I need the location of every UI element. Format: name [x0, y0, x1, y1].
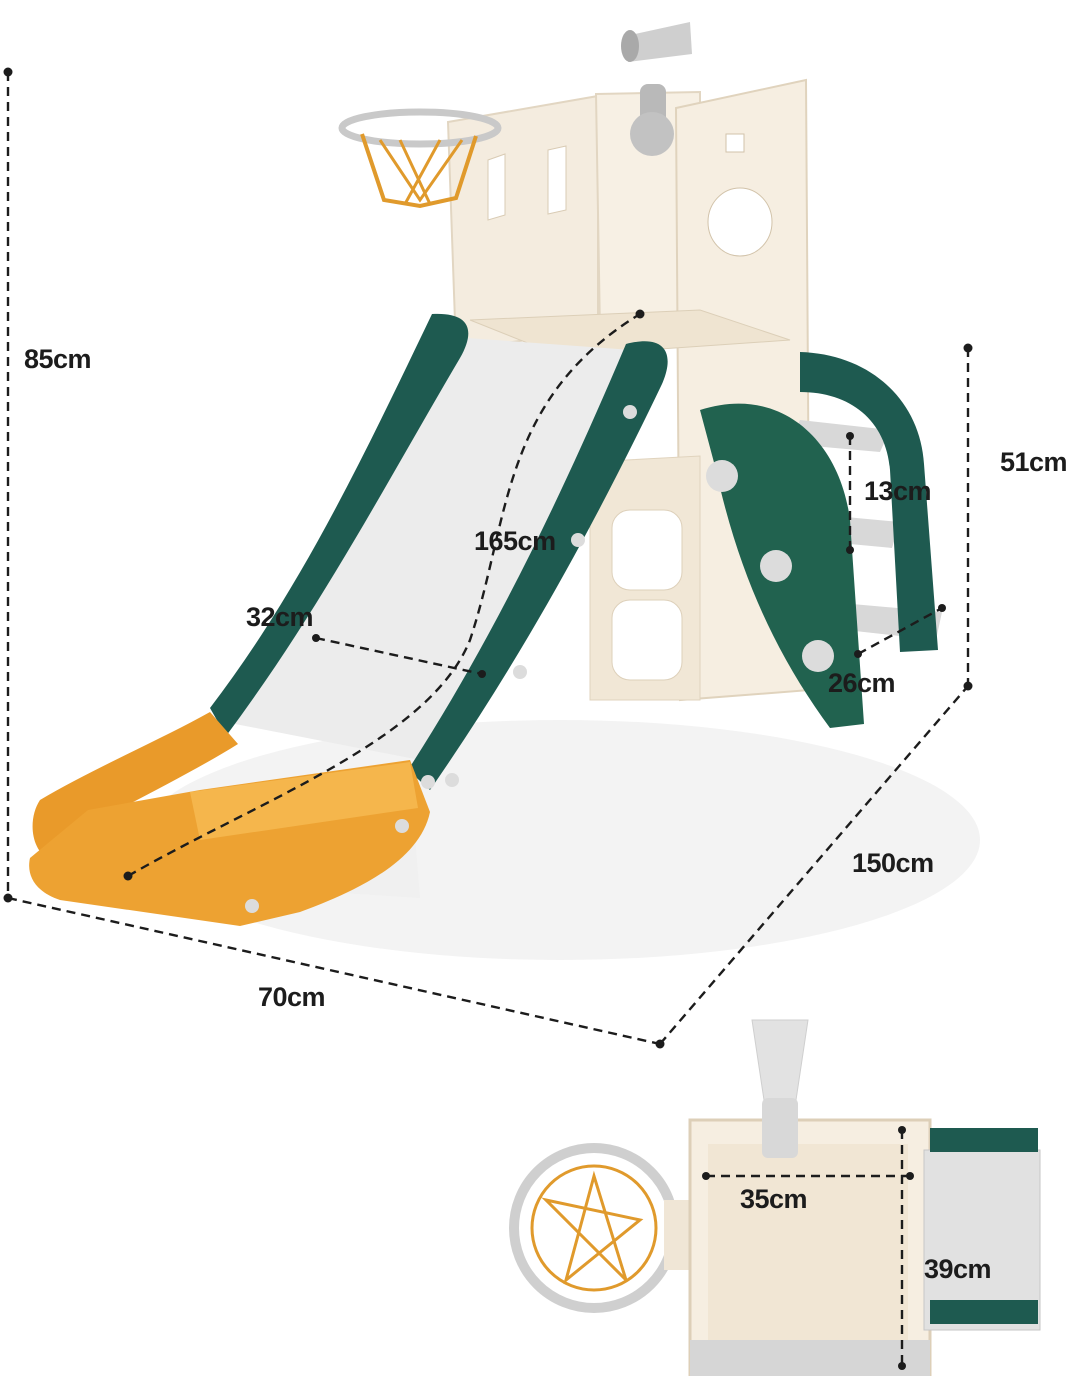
- dimension-label-total-width: 70cm: [258, 982, 326, 1012]
- dimension-label-slide-length: 165cm: [474, 526, 556, 556]
- basketball-hoop: [338, 108, 502, 209]
- telescope: [621, 22, 692, 156]
- stairs: [700, 352, 942, 728]
- top-view-inset: [509, 1019, 1041, 1376]
- dimension-lines: [3, 67, 973, 1370]
- dimension-label-slide-width: 32cm: [246, 602, 314, 632]
- dimension-label-platform-height: 51cm: [1000, 447, 1068, 477]
- dimension-label-height-total: 85cm: [24, 344, 92, 374]
- slide: [29, 313, 668, 926]
- dimension-label-step-height: 13cm: [864, 476, 932, 506]
- dimension-label-total-length: 150cm: [852, 848, 934, 878]
- dimension-label-top-depth: 39cm: [924, 1254, 992, 1284]
- dimension-label-step-depth: 26cm: [828, 668, 896, 698]
- dimension-label-top-width: 35cm: [740, 1184, 808, 1214]
